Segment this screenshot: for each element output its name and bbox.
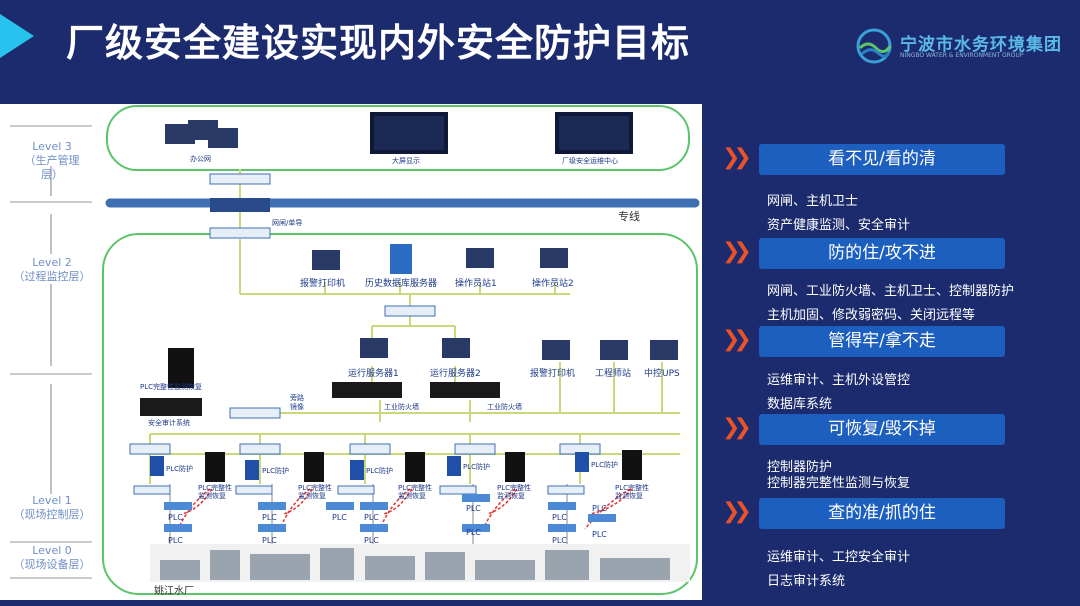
plc-guard-label-5: PLC防护 bbox=[591, 461, 619, 469]
goal-pill-2: 防的住/攻不进 bbox=[759, 238, 1005, 269]
plc-guard-label-1: PLC防护 bbox=[166, 465, 194, 473]
plc-label: PLC bbox=[552, 536, 567, 545]
plc-label: PLC bbox=[364, 513, 379, 522]
level-3-label: Level 3 （生产管理层） bbox=[18, 140, 86, 182]
level-3-subtitle: （生产管理层） bbox=[24, 154, 80, 181]
goal-1-desc-1: 网闸、主机卫士 bbox=[767, 194, 859, 209]
goal-5-desc-1: 运维审计、工控安全审计 bbox=[767, 550, 911, 565]
gateway-label: 网闸/单导 bbox=[272, 219, 303, 227]
plc-label: PLC bbox=[552, 513, 567, 522]
goal-4-desc-1: 控制器防护 bbox=[767, 460, 833, 475]
ups-label: 中控UPS bbox=[644, 369, 680, 379]
level-3-title: Level 3 bbox=[32, 140, 72, 153]
goal-2-desc-2: 主机加固、修改弱密码、关闭远程等 bbox=[767, 308, 976, 323]
plant-label: 姚江水厂 bbox=[154, 586, 194, 597]
alarm-printer-label: 报警打印机 bbox=[300, 279, 346, 289]
logo-text-en: NINGBO WATER & ENVIRONMENT GROUP bbox=[900, 52, 1024, 59]
bigscreen-label: 大屏显示 bbox=[392, 157, 420, 165]
level-1-subtitle: （现场控制层） bbox=[13, 508, 91, 521]
alarm-printer-2-label: 报警打印机 bbox=[530, 369, 576, 379]
plc-guard-label-2: PLC防护 bbox=[262, 467, 290, 475]
opscenter-label: 厂级安全运维中心 bbox=[562, 157, 618, 165]
chevron-right-icon: ❯❯ bbox=[722, 145, 752, 170]
operator-station-1-label: 操作员站1 bbox=[455, 279, 497, 289]
run-server-1-label: 运行服务器1 bbox=[348, 369, 399, 379]
bottom-bar bbox=[0, 600, 1080, 606]
audit-system-label: 安全审计系统 bbox=[148, 419, 190, 427]
run-server-2-label: 运行服务器2 bbox=[430, 369, 481, 379]
header: 厂级安全建设实现内外安全防护目标 宁波市水务环境集团 NINGBO WATER … bbox=[0, 0, 1080, 88]
plc-guard-label-3: PLC防护 bbox=[366, 467, 394, 475]
plc-label: PLC bbox=[262, 513, 277, 522]
level-2-label: Level 2 （过程监控层） bbox=[8, 256, 96, 284]
operator-station-2-label: 操作员站2 bbox=[532, 279, 574, 289]
goal-3-desc-2: 数据库系统 bbox=[767, 397, 833, 412]
plc-label: PLC bbox=[168, 513, 183, 522]
diagram-lines bbox=[10, 105, 700, 595]
plc-label: PLC bbox=[332, 513, 347, 522]
level-0-subtitle: （现场设备层） bbox=[13, 558, 91, 571]
dedicated-line-label: 专线 bbox=[618, 210, 640, 223]
goal-3-desc-1: 运维审计、主机外设管控 bbox=[767, 373, 911, 388]
page-title: 厂级安全建设实现内外安全防护目标 bbox=[66, 21, 691, 65]
goal-1-desc-2: 资产健康监测、安全审计 bbox=[767, 218, 911, 233]
level-2-subtitle: （过程监控层） bbox=[13, 270, 91, 283]
network-diagram: Level 3 （生产管理层） Level 2 （过程监控层） Level 1 … bbox=[0, 104, 702, 600]
title-arrow-icon bbox=[0, 14, 34, 58]
chevron-right-icon: ❯❯ bbox=[722, 327, 752, 352]
level-1-title: Level 1 bbox=[32, 494, 72, 507]
plc-label: PLC bbox=[466, 528, 481, 537]
plc-label: PLC bbox=[592, 530, 607, 539]
plc-label: PLC bbox=[364, 536, 379, 545]
engineer-station-label: 工程师站 bbox=[595, 369, 632, 379]
level-0-title: Level 0 bbox=[32, 544, 72, 557]
office-network-label: 办公网 bbox=[190, 155, 211, 163]
plc-integrity-label-4: PLC完整性监测恢复 bbox=[497, 484, 532, 500]
goal-pill-5: 查的准/抓的住 bbox=[759, 498, 1005, 529]
goal-pill-4: 可恢复/毁不掉 bbox=[759, 414, 1005, 445]
logo-mark-icon bbox=[856, 28, 892, 64]
plc-integrity-label-2: PLC完整性监测恢复 bbox=[298, 484, 333, 500]
plc-integrity-label-1: PLC完整性监测恢复 bbox=[198, 484, 233, 500]
plc-recover-server-label: PLC完整性监测恢复 bbox=[140, 383, 203, 391]
plc-label: PLC bbox=[168, 536, 183, 545]
plc-guard-label-4: PLC防护 bbox=[463, 463, 491, 471]
company-logo: 宁波市水务环境集团 NINGBO WATER & ENVIRONMENT GRO… bbox=[856, 26, 1066, 66]
level-0-label: Level 0 （现场设备层） bbox=[8, 544, 96, 572]
firewall-1-label: 工业防火墙 bbox=[384, 403, 419, 411]
level-2-title: Level 2 bbox=[32, 256, 72, 269]
plc-label: PLC bbox=[262, 536, 277, 545]
chevron-right-icon: ❯❯ bbox=[722, 499, 752, 524]
goal-pill-1: 看不见/看的清 bbox=[759, 144, 1005, 175]
chevron-right-icon: ❯❯ bbox=[722, 415, 752, 440]
goal-2-desc-1: 网闸、工业防火墙、主机卫士、控制器防护 bbox=[767, 284, 1015, 299]
history-db-label: 历史数据库服务器 bbox=[365, 279, 438, 289]
goal-5-desc-2: 日志审计系统 bbox=[767, 574, 846, 589]
bypass-mirror-label: 旁路镜像 bbox=[290, 394, 304, 411]
goal-4-desc-2: 控制器完整性监测与恢复 bbox=[767, 476, 911, 491]
level-1-label: Level 1 （现场控制层） bbox=[8, 494, 96, 522]
plc-label: PLC bbox=[466, 504, 481, 513]
goal-pill-3: 管得牢/拿不走 bbox=[759, 326, 1005, 357]
logo-text-cn: 宁波市水务环境集团 bbox=[900, 35, 1062, 55]
plc-integrity-label-5: PLC完整性监测恢复 bbox=[615, 484, 650, 500]
plc-label: PLC bbox=[592, 504, 607, 513]
firewall-2-label: 工业防火墙 bbox=[487, 403, 522, 411]
plc-integrity-label-3: PLC完整性监测恢复 bbox=[398, 484, 433, 500]
chevron-right-icon: ❯❯ bbox=[722, 239, 752, 264]
